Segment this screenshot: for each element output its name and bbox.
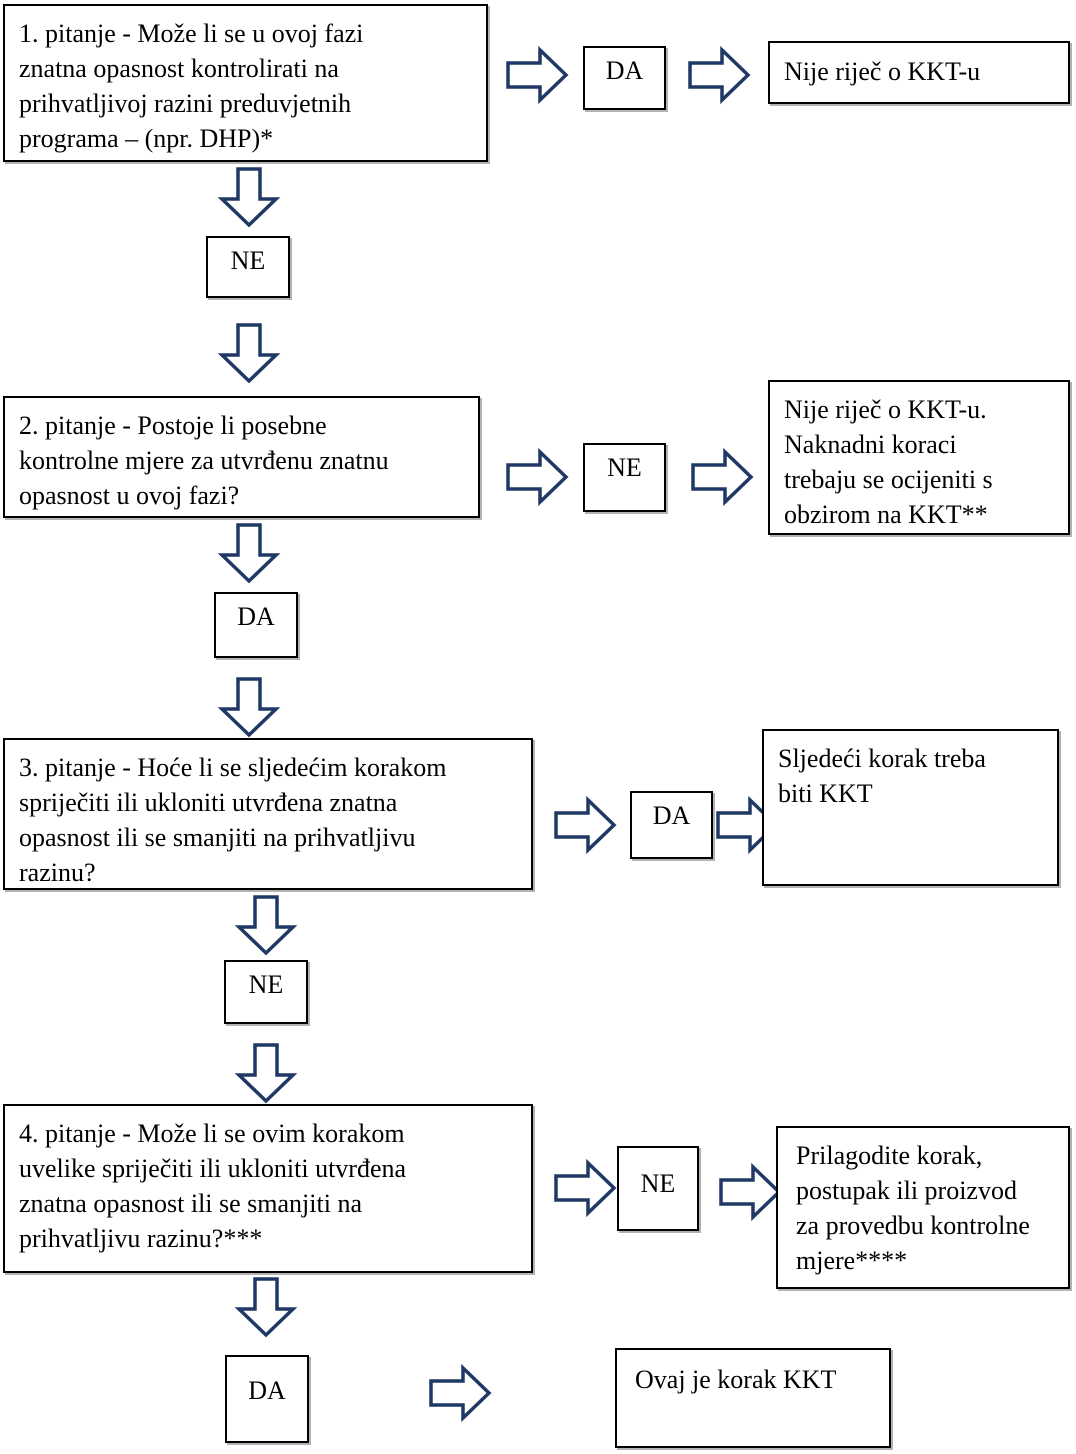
answer-da-q4-text: DA [248,1376,286,1405]
result-4-text: Prilagodite korak, postupak ili proizvod… [796,1141,1030,1275]
answer-ne-q1: NE [206,236,290,298]
arrow-right-icon-q4-ne [553,1158,617,1218]
result-3-text: Sljedeći korak treba biti KKT [778,744,986,808]
result-4-box: Prilagodite korak, postupak ili proizvod… [776,1126,1070,1289]
arrow-right-icon-q1-da [505,45,569,105]
arrow-right-icon-final-result [428,1363,492,1423]
arrow-down-icon-q1-ne [214,166,284,228]
question-3-text: 3. pitanje - Hoće li se sljedećim korako… [19,753,447,887]
result-1-text: Nije riječ o KKT-u [784,57,981,86]
question-2-text: 2. pitanje - Postoje li posebne kontroln… [19,411,389,510]
arrow-down-icon-q2-da [214,522,284,584]
arrow-right-icon-q4-result [718,1162,782,1222]
arrow-down-icon-ne-q4 [231,1042,301,1104]
result-1-box: Nije riječ o KKT-u [768,41,1070,104]
answer-da-q1-text: DA [605,56,644,85]
arrow-down-icon-q4-da [231,1276,301,1338]
result-2-text: Nije riječ o KKT-u. Naknadni koraci treb… [784,395,993,529]
arrow-right-icon-q3-da [553,795,617,855]
question-3-box: 3. pitanje - Hoće li se sljedećim korako… [3,738,533,890]
answer-ne-q4-text: NE [640,1169,676,1198]
result-final-box: Ovaj je korak KKT [615,1348,891,1448]
answer-da-q4: DA [225,1355,309,1443]
arrow-right-icon-q2-result [690,447,754,507]
question-1-text: 1. pitanje - Može li se u ovoj fazi znat… [19,19,364,153]
answer-ne-q1-text: NE [230,246,266,275]
answer-ne-q3: NE [224,960,308,1024]
result-3-box: Sljedeći korak treba biti KKT [762,729,1059,886]
result-2-box: Nije riječ o KKT-u. Naknadni koraci treb… [768,380,1070,535]
arrow-down-icon-ne-q2 [214,322,284,384]
question-4-text: 4. pitanje - Može li se ovim korakom uve… [19,1119,407,1253]
answer-ne-q4: NE [617,1146,699,1231]
question-4-box: 4. pitanje - Može li se ovim korakom uve… [3,1104,533,1273]
answer-da-q2-text: DA [237,602,275,631]
answer-ne-q3-text: NE [248,970,284,999]
arrow-down-icon-q3-ne [231,894,301,956]
question-1-box: 1. pitanje - Može li se u ovoj fazi znat… [3,4,488,162]
answer-da-q3: DA [630,791,713,859]
answer-ne-q2-text: NE [607,453,642,482]
question-2-box: 2. pitanje - Postoje li posebne kontroln… [3,396,480,518]
answer-da-q3-text: DA [652,801,691,830]
arrow-down-icon-da-q3 [214,676,284,738]
answer-da-q1: DA [583,46,666,110]
arrow-right-icon-q1-result [687,45,751,105]
result-final-text: Ovaj je korak KKT [635,1365,837,1394]
answer-ne-q2: NE [583,443,666,512]
arrow-right-icon-q2-ne [505,447,569,507]
answer-da-q2: DA [214,592,298,658]
